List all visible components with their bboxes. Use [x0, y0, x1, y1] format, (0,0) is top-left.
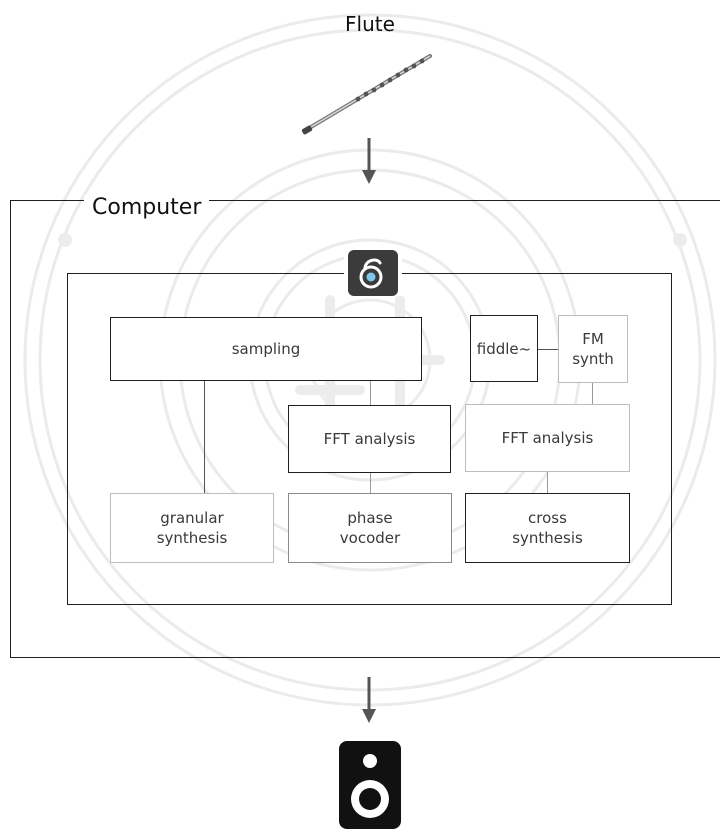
sampling-block: sampling [110, 317, 422, 381]
granular-synthesis-block: granular synthesis [110, 493, 274, 563]
pure-data-icon [344, 250, 402, 296]
fiddle-block: fiddle~ [470, 315, 538, 382]
arrow-down-icon [362, 138, 376, 184]
fm-synth-label: FM synth [572, 330, 614, 368]
computer-frame [10, 200, 720, 658]
phase-vocoder-block: phase vocoder [288, 493, 452, 563]
connector-fm-fft [592, 383, 593, 404]
fft-analysis-right-label: FFT analysis [501, 429, 594, 447]
connector-sampling-granular [204, 381, 205, 493]
fiddle-label: fiddle~ [476, 339, 532, 358]
cross-synthesis-label: cross synthesis [512, 509, 583, 547]
fft-analysis-left-block: FFT analysis [288, 405, 451, 473]
fm-synth-block: FM synth [558, 315, 628, 383]
connector-fiddle-fm [538, 349, 558, 350]
phase-vocoder-label: phase vocoder [339, 509, 401, 547]
fft-analysis-left-label: FFT analysis [323, 430, 416, 448]
instrument-title: Flute [345, 12, 395, 36]
computer-label: Computer [84, 195, 210, 220]
connector-fft-phase [370, 473, 371, 493]
fft-analysis-right-block: FFT analysis [465, 404, 630, 472]
arrow-down-icon [362, 677, 376, 723]
connector-sampling-fft [370, 381, 371, 405]
cross-synthesis-block: cross synthesis [465, 493, 630, 563]
sampling-label: sampling [231, 340, 301, 358]
connector-fft-cross [547, 472, 548, 493]
granular-synthesis-label: granular synthesis [156, 509, 228, 547]
speaker-icon [339, 741, 401, 829]
flute-icon [301, 54, 432, 135]
